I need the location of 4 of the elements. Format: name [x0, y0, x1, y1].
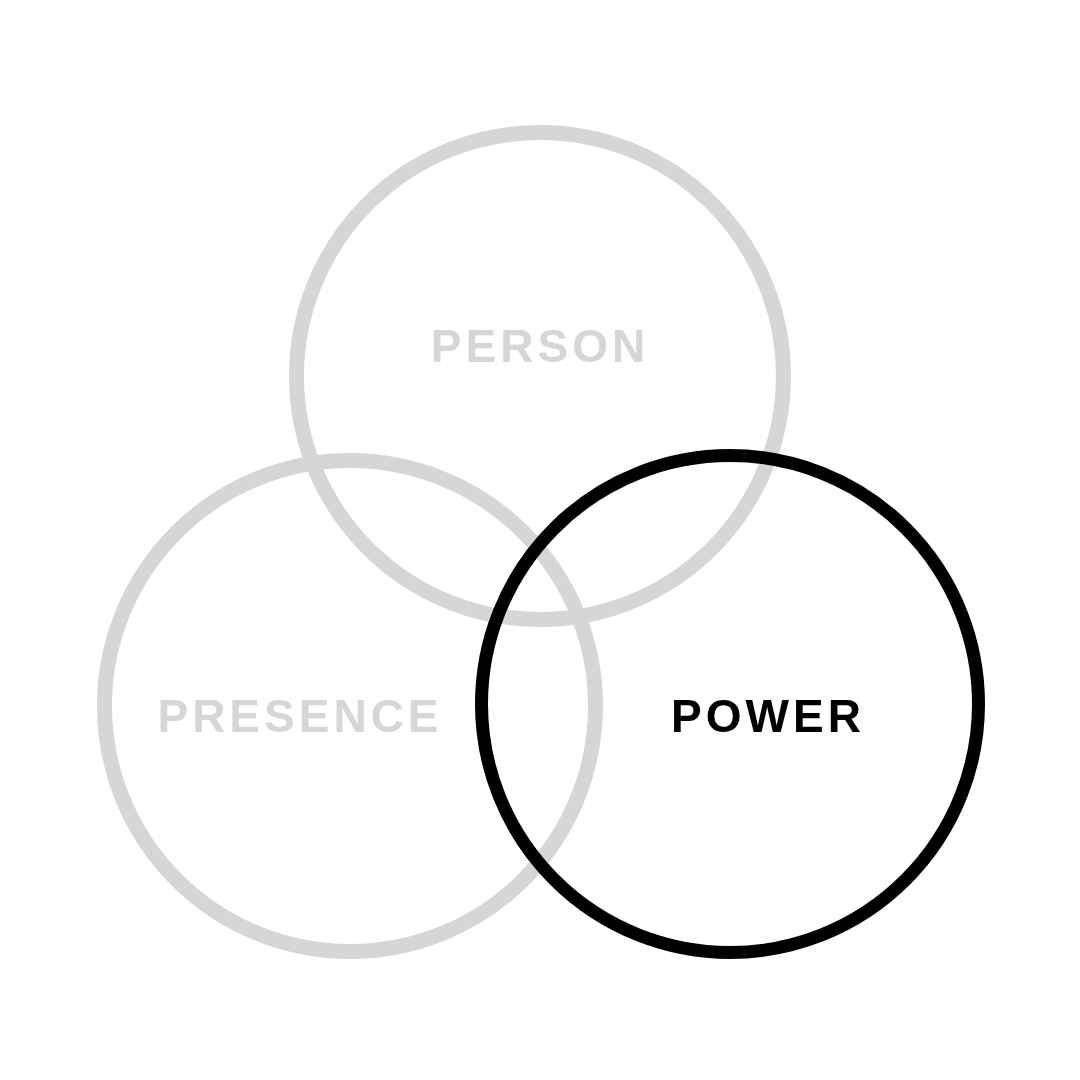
venn-circle [97, 453, 603, 959]
venn-circle [289, 125, 791, 627]
circle-label: POWER [671, 689, 865, 743]
venn-circle [475, 449, 985, 959]
